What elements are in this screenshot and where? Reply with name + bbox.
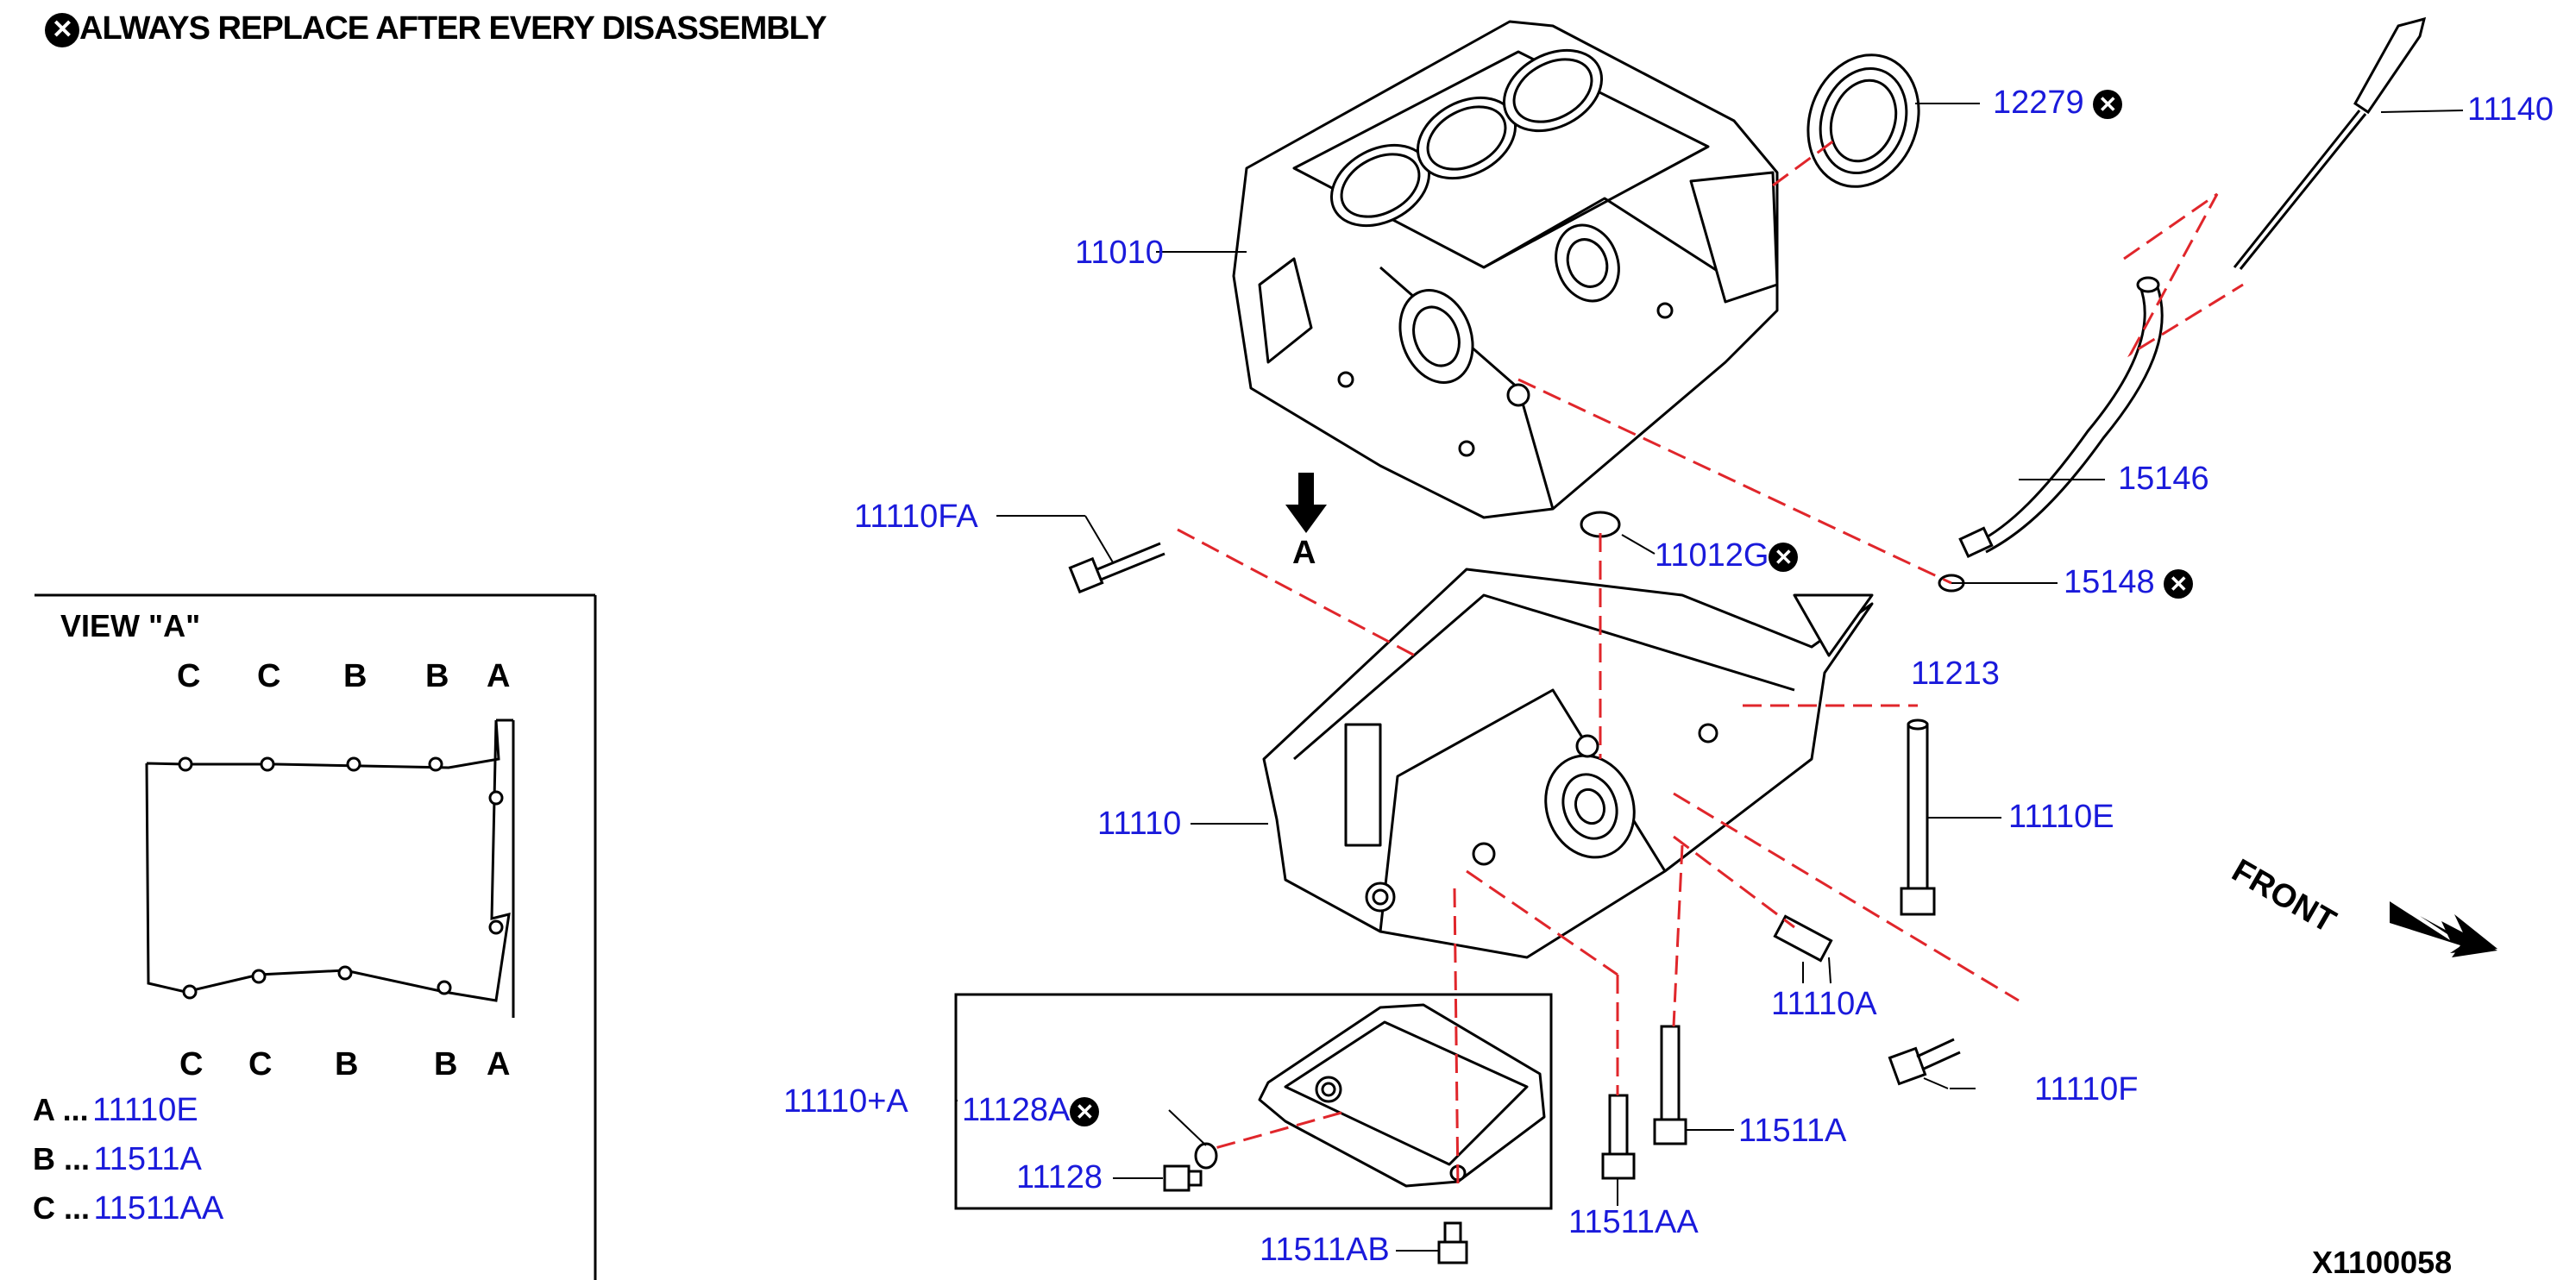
part-label-11511aa[interactable]: 11511AA [1568, 1204, 1699, 1240]
part-label-11110a[interactable]: 11110A [1771, 986, 1877, 1022]
part-label-11511a[interactable]: 11511A [1738, 1113, 1847, 1149]
part-label-11110e[interactable]: 11110E [2008, 799, 2114, 835]
drain-plug-11128 [1163, 1164, 1203, 1192]
dashed-connectors [1177, 136, 2244, 1191]
bolt-11511ab [1437, 1221, 1468, 1264]
oil-seal-12279 [1806, 53, 1920, 188]
view-bottom-letter-5: A [487, 1046, 511, 1082]
view-a-title: VIEW "A" [60, 608, 201, 643]
view-top-letter-4: B [425, 658, 449, 694]
view-arrow [1285, 473, 1327, 533]
x-circle-icon: ✕ [1769, 542, 1799, 572]
gasket-11012g [1580, 511, 1621, 538]
part-number-15148: 15148 [2064, 564, 2155, 600]
bolt-11511aa [1601, 1094, 1636, 1180]
x-circle-icon: ✕ [2093, 89, 2123, 119]
view-bottom-letter-1: C [179, 1046, 204, 1082]
part-label-11110-plus-a[interactable]: 11110+A [783, 1083, 908, 1120]
oil-pan-11110-plus-a [1258, 1003, 1546, 1188]
part-label-11128a[interactable]: 11128A✕ [962, 1092, 1100, 1128]
view-top-letter-3: B [343, 658, 368, 694]
bolt-11110fa [1068, 542, 1165, 594]
view-top-letter-2: C [257, 658, 281, 694]
legend-key-b: B ... [33, 1141, 91, 1176]
front-arrow-shape [2390, 901, 2497, 957]
view-a-block-outline [145, 718, 515, 1018]
washer-11128a [1194, 1142, 1218, 1170]
dipstick-11140 [2233, 16, 2427, 270]
part-label-11128[interactable]: 11128 [1016, 1159, 1103, 1195]
leader-lines [956, 103, 2464, 1252]
part-label-11110f[interactable]: 11110F [2034, 1071, 2139, 1107]
stud-11110a [1773, 914, 1833, 963]
part-number-11012g: 11012G [1655, 537, 1769, 574]
arrow-a-label: A [1292, 535, 1316, 571]
bolt-11110e [1900, 718, 1936, 916]
view-a-frame [35, 593, 597, 1280]
part-label-11012g[interactable]: 11012G✕ [1655, 537, 1799, 574]
bolt-11110f [1888, 1038, 1961, 1086]
legend-part-b[interactable]: 11511A [93, 1141, 202, 1177]
x-circle-icon: ✕ [1070, 1096, 1100, 1126]
view-a-bolt-holes [178, 756, 504, 1000]
replace-note-text: ALWAYS REPLACE AFTER EVERY DISASSEMBLY [79, 10, 827, 47]
legend-row-a: A ... 11110E [33, 1094, 198, 1126]
view-top-letter-1: C [177, 658, 201, 694]
dipstick-tube-15146 [1958, 276, 2164, 558]
view-bottom-letter-4: B [434, 1046, 458, 1082]
legend-key-a: A ... [33, 1092, 89, 1127]
part-label-15148[interactable]: 15148 ✕ [2064, 564, 2194, 600]
replace-note: ✕ALWAYS REPLACE AFTER EVERY DISASSEMBLY [45, 10, 827, 47]
part-label-12279[interactable]: 12279 ✕ [1993, 85, 2123, 121]
part-label-11511ab[interactable]: 11511AB [1260, 1232, 1390, 1268]
x-circle-icon: ✕ [45, 12, 79, 47]
bolt-11511a [1653, 1025, 1687, 1145]
legend-part-c[interactable]: 11511AA [93, 1190, 224, 1227]
part-label-11140[interactable]: 11140 [2467, 91, 2554, 128]
part-number-11128a: 11128A [962, 1092, 1071, 1128]
part-label-15146[interactable]: 15146 [2118, 461, 2209, 497]
part-label-11010[interactable]: 11010 [1075, 235, 1164, 271]
view-top-letter-5: A [487, 658, 511, 694]
part-label-11213[interactable]: 11213 [1911, 656, 2000, 692]
x-circle-icon: ✕ [2164, 568, 2194, 599]
drawing-code: X1100058 [2312, 1245, 2453, 1280]
legend-row-c: C ... 11511AA [33, 1192, 223, 1225]
cylinder-block-11010 [1232, 20, 1779, 519]
legend-part-a[interactable]: 11110E [92, 1092, 198, 1128]
view-bottom-letter-3: B [335, 1046, 359, 1082]
part-label-11110[interactable]: 11110 [1097, 806, 1182, 842]
legend-row-b: B ... 11511A [33, 1143, 202, 1176]
part-number-12279: 12279 [1993, 85, 2084, 121]
view-bottom-letter-2: C [248, 1046, 273, 1082]
part-label-11110fa[interactable]: 11110FA [854, 499, 978, 535]
lower-block-11110 [1262, 568, 1874, 959]
legend-key-c: C ... [33, 1190, 91, 1226]
